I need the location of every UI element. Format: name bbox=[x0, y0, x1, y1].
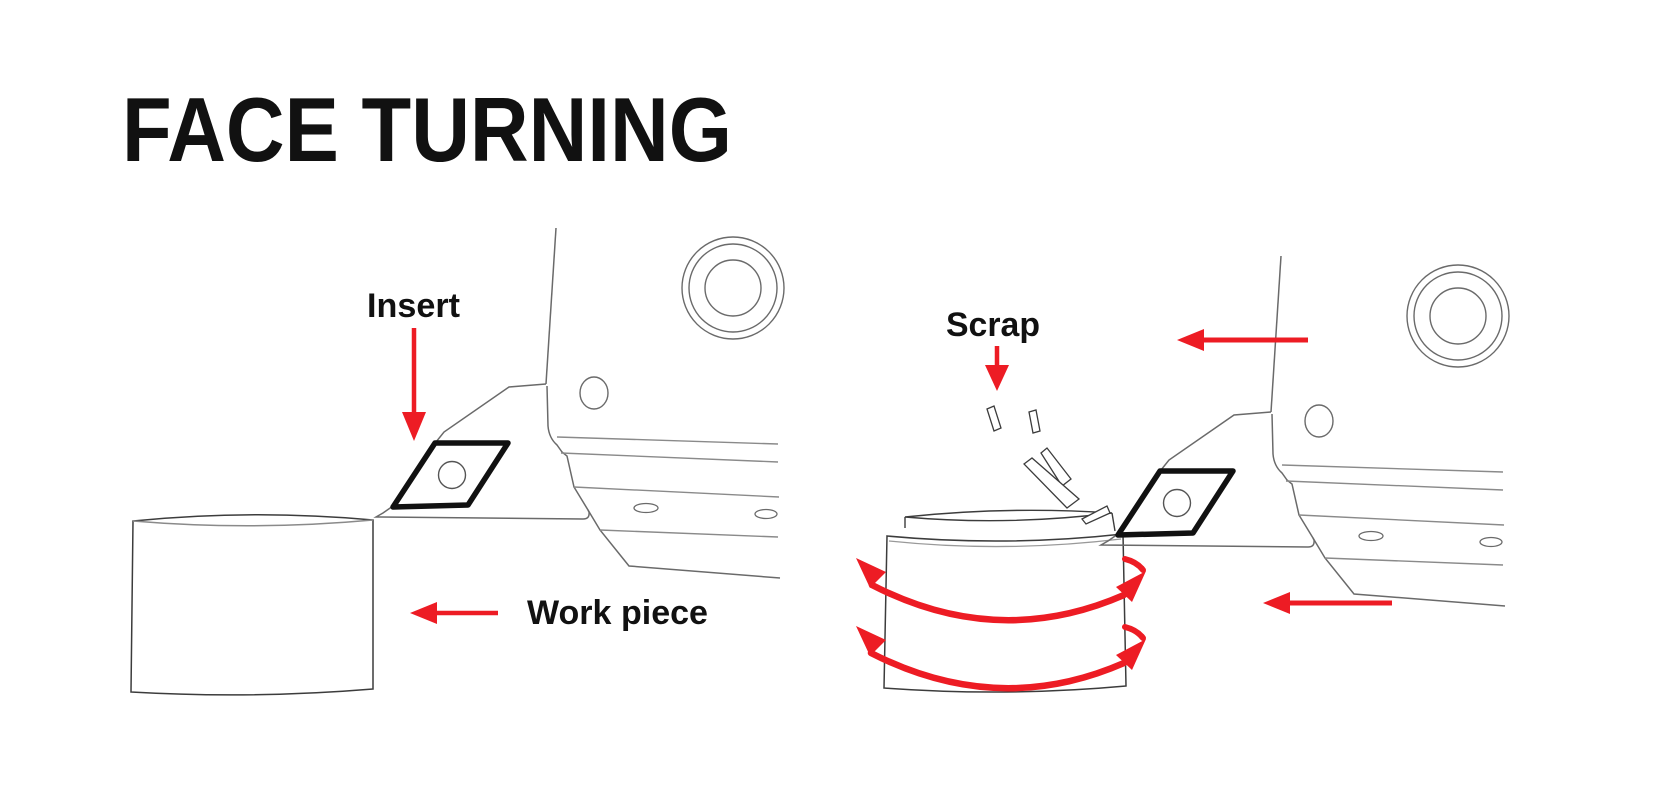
feed-arrow-bottom-head bbox=[1263, 592, 1290, 614]
workpiece-right-body bbox=[883, 533, 1127, 693]
workpiece-right-rim-arc bbox=[888, 538, 1122, 548]
chip-curl-at-cut bbox=[1080, 505, 1111, 525]
scrap-arrow bbox=[985, 346, 1009, 391]
tool-holder-left bbox=[376, 228, 784, 578]
rotation-lower-right-head bbox=[1116, 639, 1146, 670]
insert-label: Insert bbox=[367, 287, 460, 325]
chip-sliver-2 bbox=[1028, 409, 1041, 434]
rotation-upper-back-segment bbox=[1122, 556, 1146, 573]
feed-arrow-top-head bbox=[1177, 329, 1204, 351]
work-piece-label: Work piece bbox=[527, 594, 708, 632]
rotation-arrow-upper bbox=[856, 556, 1146, 624]
scrap-chips bbox=[986, 405, 1111, 525]
chip-wedge-1 bbox=[1040, 447, 1072, 487]
workpiece-right-cylinder bbox=[883, 509, 1127, 693]
rotation-arrow-lower bbox=[856, 624, 1146, 692]
scrap-label: Scrap bbox=[946, 306, 1040, 344]
work-piece-arrow-head bbox=[410, 602, 437, 624]
rotation-lower-left-head bbox=[856, 626, 886, 656]
rotation-lower-back-segment bbox=[1122, 624, 1146, 641]
workpiece-left-top-face-arc bbox=[132, 519, 374, 527]
tool-holder-right bbox=[1101, 256, 1509, 606]
chip-wedge-2 bbox=[1023, 457, 1081, 509]
workpiece-left-cylinder bbox=[130, 514, 374, 696]
scrap-arrow-head bbox=[985, 365, 1009, 391]
insert-arrow bbox=[402, 328, 426, 441]
rotation-upper-left-head bbox=[856, 558, 886, 588]
feed-arrow-top bbox=[1177, 329, 1308, 351]
workpiece-left-body bbox=[130, 514, 374, 696]
insert-arrow-head bbox=[402, 412, 426, 441]
page-title: FACE TURNING bbox=[122, 80, 732, 181]
disc-right-edge bbox=[1111, 512, 1116, 532]
chip-sliver-1 bbox=[986, 405, 1002, 432]
rotation-upper-right-head bbox=[1116, 571, 1146, 602]
workpiece-right-top-disc bbox=[904, 509, 1113, 522]
feed-arrow-bottom bbox=[1263, 592, 1392, 614]
work-piece-arrow bbox=[410, 602, 498, 624]
